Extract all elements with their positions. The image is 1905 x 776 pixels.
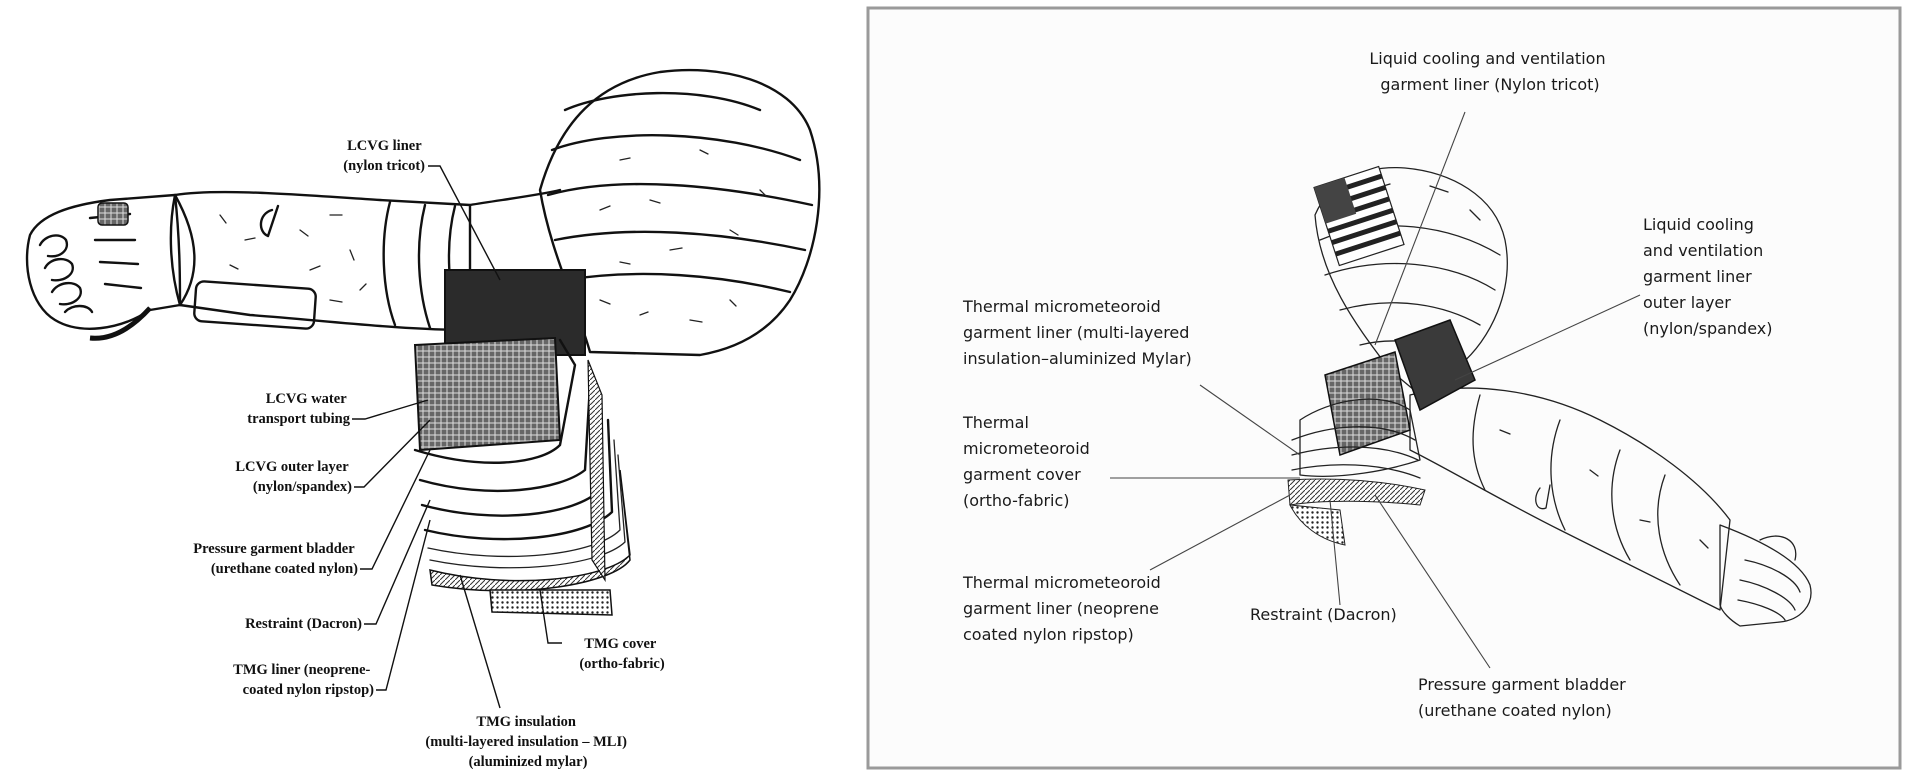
right-label-lcvg-liner-l2: garment liner (Nylon tricot) bbox=[1380, 75, 1599, 94]
right-label-tmg-liner-l3: coated nylon ripstop) bbox=[963, 625, 1134, 644]
right-label-lcvg-liner-l1: Liquid cooling and ventilation bbox=[1369, 49, 1605, 68]
right-label-tmg-insulation-l1: Thermal micrometeoroid bbox=[962, 297, 1161, 316]
right-label-tmg-cover-l3: garment cover bbox=[963, 465, 1081, 484]
svg-text:LCVG outer layer (nylo: LCVG outer layer (nylon/spandex) bbox=[235, 459, 352, 495]
left-glove-drawing bbox=[27, 195, 180, 338]
svg-text:Liquid cooling and ven: Liquid cooling and ventilation garment l… bbox=[1643, 215, 1772, 338]
left-diagram: LCVG liner (nylon tricot) LCVG water tra… bbox=[27, 70, 819, 770]
left-label-tmg-insulation-l1: TMG insulation bbox=[476, 714, 576, 730]
right-label-restraint: Restraint (Dacron) bbox=[1250, 605, 1397, 624]
right-label-lcvg-outer-l4: outer layer bbox=[1643, 293, 1731, 312]
right-label-bladder-l1: Pressure garment bladder bbox=[1418, 675, 1626, 694]
left-label-restraint: Restraint (Dacron) bbox=[245, 616, 362, 632]
left-label-lcvg-water-l2: transport tubing bbox=[247, 411, 350, 427]
left-label-tmg-liner-l2: coated nylon ripstop) bbox=[243, 682, 374, 698]
svg-text:TMG liner (neoprene- c: TMG liner (neoprene- coated nylon ripsto… bbox=[233, 662, 374, 698]
right-label-tmg-liner-l1: Thermal micrometeoroid bbox=[962, 573, 1161, 592]
right-label-bladder-l2: (urethane coated nylon) bbox=[1418, 701, 1612, 720]
right-diagram: Liquid cooling and ventilation garment l… bbox=[868, 8, 1900, 768]
left-label-bladder-l1: Pressure garment bladder bbox=[193, 541, 355, 557]
left-label-bladder-l2: (urethane coated nylon) bbox=[211, 561, 358, 577]
left-label-lcvg-liner-l1: LCVG liner bbox=[347, 138, 422, 154]
left-label-tmg-insulation-l3: (aluminized mylar) bbox=[469, 754, 588, 770]
svg-text:TMG insulation (multi-: TMG insulation (multi-layered insulation… bbox=[425, 714, 630, 770]
svg-text:Restraint (Dacron): Restraint (Dacron) bbox=[245, 616, 362, 632]
right-label-lcvg-outer-l2: and ventilation bbox=[1643, 241, 1763, 260]
svg-text:Pressure garment bladder: Pressure garment bladder (urethane coate… bbox=[193, 541, 358, 577]
right-label-lcvg-outer-l1: Liquid cooling bbox=[1643, 215, 1754, 234]
left-label-lcvg-outer-l1: LCVG outer layer bbox=[235, 459, 349, 475]
left-label-tmg-liner-l1: TMG liner (neoprene- bbox=[233, 662, 370, 678]
right-label-tmg-cover-l4: (ortho-fabric) bbox=[963, 491, 1070, 510]
svg-text:TMG cover (ortho-fabri: TMG cover (ortho-fabric) bbox=[579, 636, 665, 672]
left-label-lcvg-outer-l2: (nylon/spandex) bbox=[253, 479, 352, 495]
right-label-lcvg-outer-l5: (nylon/spandex) bbox=[1643, 319, 1772, 338]
right-label-tmg-insulation-l3: insulation–aluminized Mylar) bbox=[963, 349, 1192, 368]
left-label-lcvg-water-l1: LCVG water bbox=[266, 391, 348, 407]
svg-text:Restraint (Dacron): Restraint (Dacron) bbox=[1250, 605, 1397, 624]
right-label-lcvg-outer-l3: garment liner bbox=[1643, 267, 1752, 286]
left-layer-cutaway bbox=[415, 270, 630, 615]
right-label-tmg-insulation-l2: garment liner (multi-layered bbox=[963, 323, 1189, 342]
left-label-lcvg-liner-l2: (nylon tricot) bbox=[343, 158, 425, 174]
left-label-tmg-insulation-l2: (multi-layered insulation – MLI) bbox=[425, 734, 627, 750]
right-label-tmg-liner-l2: garment liner (neoprene bbox=[963, 599, 1159, 618]
left-label-tmg-cover-l1: TMG cover bbox=[584, 636, 657, 652]
right-label-tmg-cover-l2: micrometeoroid bbox=[963, 439, 1090, 458]
right-label-tmg-cover-l1: Thermal bbox=[962, 413, 1029, 432]
svg-text:LCVG liner (nylon tric: LCVG liner (nylon tricot) bbox=[343, 138, 425, 174]
svg-text:Thermal micrometeoroid: Thermal micrometeoroid garment liner (mu… bbox=[962, 297, 1195, 368]
left-label-tmg-cover-l2: (ortho-fabric) bbox=[579, 656, 665, 672]
svg-text:LCVG water transport t: LCVG water transport tubing bbox=[247, 391, 350, 427]
